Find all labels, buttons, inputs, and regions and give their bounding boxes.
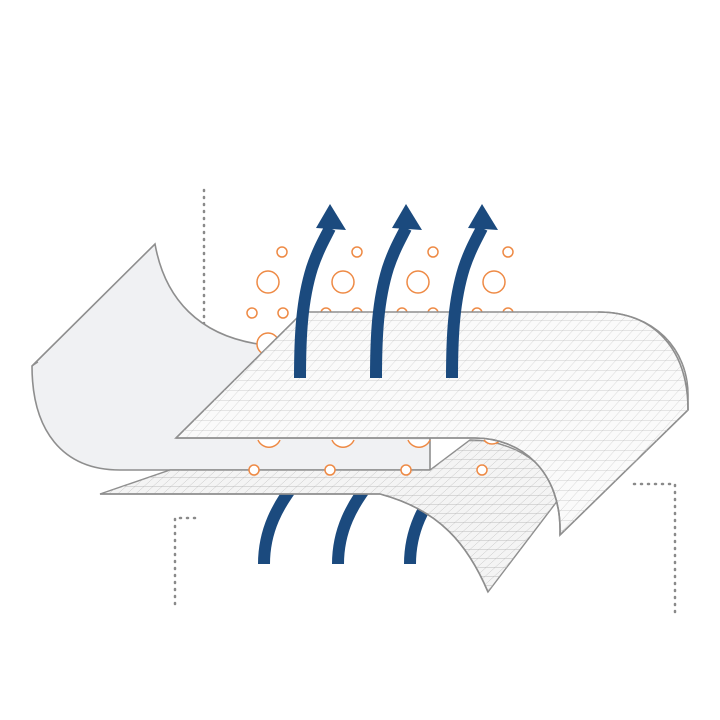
vapor-arrow-icon bbox=[294, 225, 336, 379]
water-droplet-icon bbox=[502, 246, 514, 258]
water-droplet-icon bbox=[276, 246, 288, 258]
water-droplet-icon bbox=[331, 270, 355, 294]
water-droplet-icon bbox=[277, 307, 289, 319]
guide-bottom-left bbox=[173, 516, 197, 608]
water-droplet-icon bbox=[400, 464, 412, 476]
water-droplet-icon bbox=[324, 464, 336, 476]
water-droplet-icon bbox=[482, 270, 506, 294]
water-droplet-icon bbox=[427, 246, 439, 258]
water-droplet-icon bbox=[256, 270, 280, 294]
water-droplet-icon bbox=[406, 270, 430, 294]
guide-bottom-right bbox=[632, 482, 677, 616]
vapor-arrow-icon bbox=[370, 225, 412, 379]
arrowhead-icon bbox=[392, 204, 422, 230]
droplets-lower bbox=[248, 439, 501, 476]
water-droplet-icon bbox=[476, 464, 488, 476]
water-droplet-icon bbox=[246, 307, 258, 319]
water-droplet-icon bbox=[248, 464, 260, 476]
arrowhead-icon bbox=[316, 204, 346, 230]
upper-vapor-arrows bbox=[294, 204, 498, 379]
vapor-arrow-icon bbox=[446, 225, 488, 379]
water-droplet-icon bbox=[351, 246, 363, 258]
arrowhead-icon bbox=[468, 204, 498, 230]
